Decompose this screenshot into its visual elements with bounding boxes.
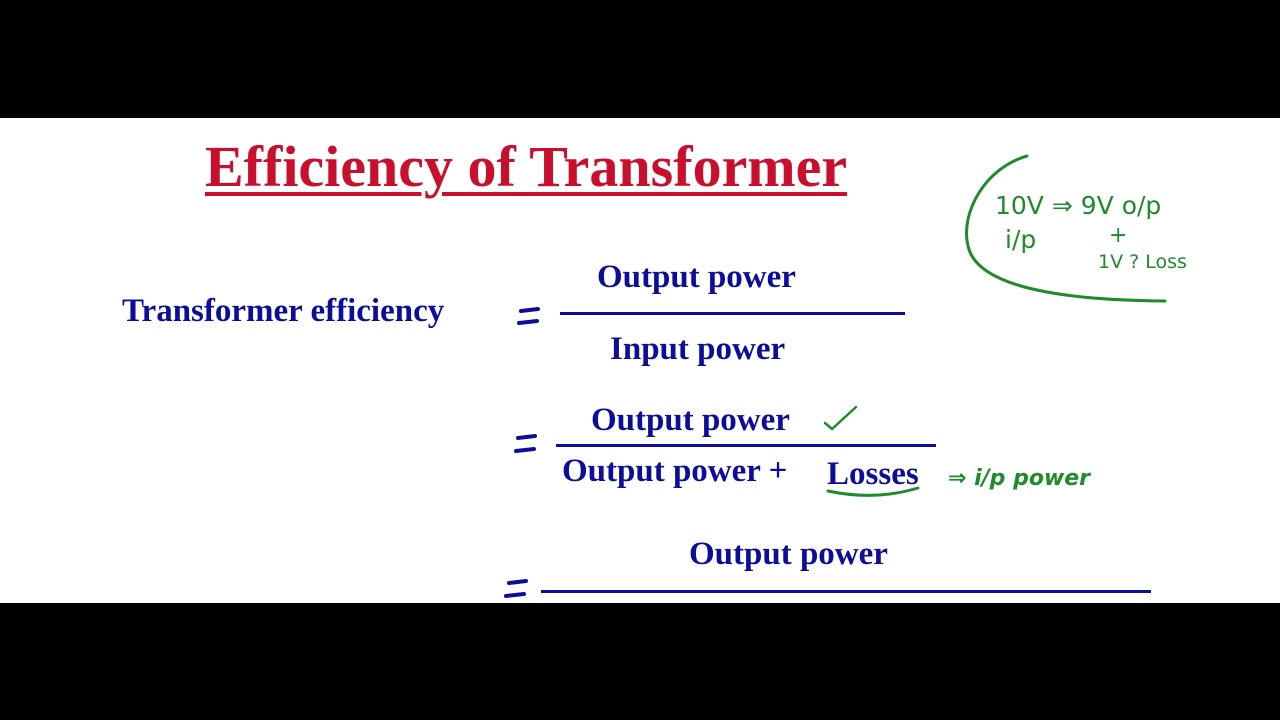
formula-2-numerator: Output power bbox=[591, 402, 790, 438]
note-line-1: 10V ⇒ 9V o/p bbox=[995, 191, 1161, 220]
equals-sign-2 bbox=[514, 434, 537, 453]
losses-underline bbox=[826, 486, 920, 497]
note-ip: i/p bbox=[1005, 225, 1036, 254]
note-loss: 1V ? Loss bbox=[1098, 251, 1187, 273]
slide-title: Efficiency of Transformer bbox=[205, 134, 848, 199]
formula-3-numerator: Output power bbox=[689, 536, 888, 572]
slide: Efficiency of Transformer Transformer ef… bbox=[0, 118, 1280, 603]
handwritten-ink-layer: ⇒ i/p power 10V ⇒ 9V o/p i/p + 1V ? Loss bbox=[504, 154, 1187, 598]
equals-sign-3 bbox=[504, 579, 528, 598]
note-plus: + bbox=[1109, 223, 1127, 248]
formula-2-denominator-losses: Losses bbox=[827, 456, 919, 492]
formula-2-denominator-output: Output power + bbox=[562, 453, 788, 489]
lhs-label: Transformer efficiency bbox=[122, 293, 445, 329]
formula-2-fraction-bar bbox=[556, 444, 936, 447]
formula-1-fraction-bar bbox=[560, 312, 905, 315]
formula-3-fraction-bar bbox=[541, 590, 1151, 593]
note-bubble-outline bbox=[965, 154, 1167, 303]
ip-power-note: ⇒ i/p power bbox=[948, 466, 1091, 491]
formula-1-denominator: Input power bbox=[610, 331, 786, 367]
equals-sign-1 bbox=[517, 307, 540, 325]
check-mark-icon bbox=[823, 405, 858, 431]
formula-1-numerator: Output power bbox=[597, 259, 796, 295]
